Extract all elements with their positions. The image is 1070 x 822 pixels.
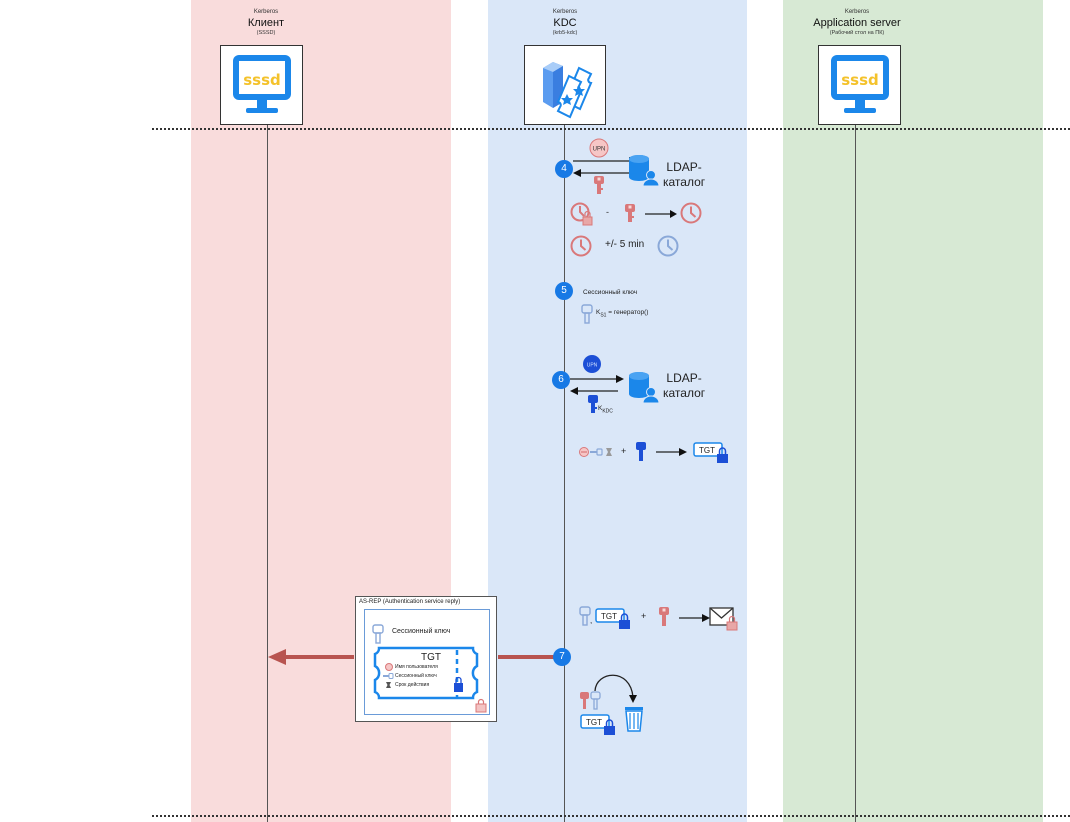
kdc-key-dark-icon (588, 395, 598, 413)
user-key-red-icon (659, 607, 669, 626)
user-key-red-icon (625, 204, 635, 222)
time-tolerance-label: +/- 5 min (605, 239, 645, 250)
client-header: Kerberos Клиент (SSSD) (191, 9, 341, 36)
bottom-separator (152, 815, 1070, 817)
svg-text:TGT: TGT (699, 446, 715, 455)
plus-sign: + (621, 446, 627, 456)
encrypted-timestamp-icon (570, 202, 593, 226)
encrypt-arrow (656, 448, 687, 456)
top-separator (152, 128, 1070, 130)
client-node[interactable]: sssd (220, 45, 303, 125)
step-6-badge: 6 (552, 371, 570, 389)
plus-sign-7: + (641, 611, 647, 621)
client-header-sup: Kerberos (253, 9, 279, 15)
as-rep-envelope: Сессионный ключ TGT Имя пользователя Сес… (364, 609, 490, 715)
step-6-arrows (570, 375, 624, 395)
discard-keys-group (580, 674, 643, 732)
clock-red-icon (680, 202, 702, 224)
ldap-label-line1: LDAP- (666, 371, 702, 385)
lane-app (783, 0, 1043, 822)
tgt-ticket-title: TGT (421, 652, 441, 663)
ldap-label-line1: LDAP- (666, 160, 702, 174)
app-header: Kerberos Application server (Рабочий сто… (782, 9, 932, 36)
kdc-node[interactable] (524, 45, 606, 125)
ldap-label-line2: каталог (663, 175, 706, 189)
clock-red-icon (570, 235, 592, 257)
tgt-field-validity: Срок действия (395, 682, 430, 688)
tgt-encrypted-icon: TGT (693, 442, 728, 463)
svg-text:sssd: sssd (841, 71, 879, 89)
session-key-formula: KS1 = генератор() (596, 309, 648, 318)
svg-text:UPN: UPN (593, 147, 606, 153)
kdc-header-sup: Kerberos (552, 9, 578, 15)
ldap-label-line2: каталог (663, 386, 706, 400)
encrypted-envelope-icon (709, 607, 738, 631)
kdc-key-k: K (598, 405, 603, 412)
minus-sign: - (606, 207, 609, 217)
ldap-database-icon (629, 372, 660, 404)
encrypt-arrow-7 (679, 614, 710, 622)
decrypt-arrow (645, 210, 677, 218)
svg-text:sssd: sssd (243, 71, 281, 89)
lane-kdc (488, 0, 747, 822)
user-key-lock-icon (475, 698, 487, 713)
app-header-sub: (Рабочий стол на ПК) (829, 29, 885, 36)
formula-k: K (596, 309, 601, 316)
svg-text:TGT: TGT (601, 612, 617, 621)
as-rep-arrow (268, 649, 558, 665)
session-key-blue-icon (581, 304, 593, 324)
step-5-badge: 5 (555, 282, 573, 300)
app-header-title: Application server (813, 16, 901, 29)
ldap-catalog-label-6: LDAP- каталог (663, 371, 705, 401)
ldap-database-icon (629, 155, 660, 187)
app-header-sup: Kerberos (844, 9, 870, 15)
as-rep-message[interactable]: AS-REP (Authentication service reply) Се… (355, 596, 497, 722)
kdc-key-sub: KDC (602, 408, 613, 415)
ldap-catalog-label-4: LDAP- каталог (663, 160, 705, 190)
formula-rest: = генератор() (606, 309, 649, 316)
kdc-lifeline (564, 125, 565, 822)
user-key-red-icon (580, 692, 589, 709)
app-node[interactable]: sssd (818, 45, 901, 125)
tgt-ticket-icon (373, 646, 479, 700)
tgt-encrypted-icon: TGT (580, 714, 615, 735)
as-rep-session-key-label: Сессионный ключ (392, 628, 451, 635)
step-7-badge: 7 (553, 648, 571, 666)
formula-sub: S1 (600, 312, 607, 319)
upn-token-icon: UPN (589, 138, 609, 158)
user-key-red-icon (594, 176, 604, 194)
upn-token-dark-icon: UPN (583, 355, 601, 373)
tgt-encrypted-icon: TGT (595, 608, 630, 629)
session-key-blue-icon (372, 624, 384, 644)
svg-text:UPN: UPN (587, 363, 598, 369)
monitor-sssd-icon: sssd (233, 55, 291, 113)
kdc-header-sub: (krb5-kdc) (552, 29, 578, 36)
monitor-sssd-icon: sssd (831, 55, 889, 113)
session-key-blue-icon (590, 691, 601, 710)
svg-text:TGT: TGT (586, 718, 602, 727)
server-tickets-icon (543, 62, 593, 119)
tgt-field-username: Имя пользователя (395, 664, 438, 670)
tgt-field-session-key: Сессионный ключ (395, 673, 437, 679)
kdc-key-dark-icon (636, 442, 646, 461)
client-lifeline (267, 125, 268, 822)
step-4-badge: 4 (555, 160, 573, 178)
comma: , (590, 616, 593, 625)
client-header-title: Клиент (247, 16, 285, 29)
session-key-title: Сессионный ключ (583, 289, 638, 296)
kdc-header: Kerberos KDC (krb5-kdc) (490, 9, 640, 36)
kdc-header-title: KDC (553, 16, 577, 29)
tgt-contents-icons (579, 447, 612, 457)
session-key-blue-icon (579, 606, 591, 626)
app-lifeline (855, 125, 856, 822)
client-header-sub: (SSSD) (256, 29, 276, 36)
clock-blue-icon (657, 235, 679, 257)
trash-icon (625, 707, 643, 732)
kdc-key-label: KKDC (598, 405, 613, 414)
as-rep-title: AS-REP (Authentication service reply) (359, 599, 461, 605)
